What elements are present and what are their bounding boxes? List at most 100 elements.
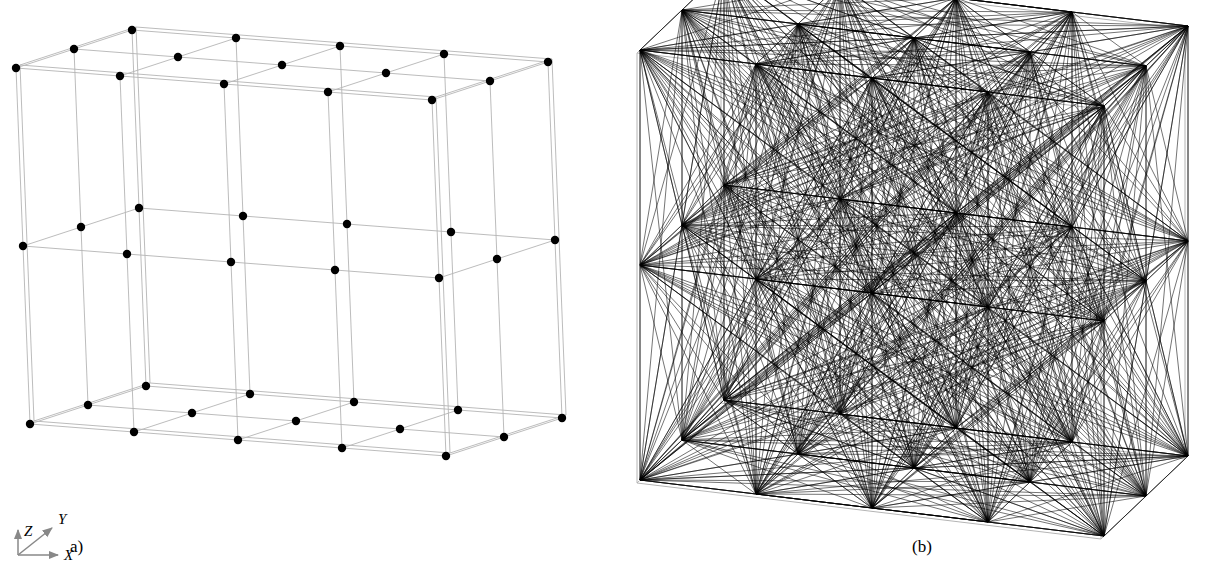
connection-line	[1072, 12, 1104, 106]
connection-line	[840, 0, 1188, 241]
grid-line	[340, 46, 354, 402]
connection-line	[640, 26, 1188, 480]
axis-label: Z	[24, 524, 32, 539]
grid-node	[174, 53, 182, 61]
grid-line	[132, 30, 146, 386]
connection-line	[756, 24, 798, 494]
connection-line	[1146, 456, 1188, 496]
grid-node	[234, 436, 242, 444]
connection-line	[724, 185, 840, 414]
connection-line	[798, 454, 872, 508]
connection-line	[956, 0, 988, 307]
grid-line	[446, 418, 562, 456]
grid-node	[128, 26, 136, 34]
box-edge	[637, 53, 638, 483]
connection-line	[724, 0, 872, 508]
connection-line	[640, 66, 1146, 480]
connection-line	[1146, 66, 1188, 456]
connection-line	[1030, 52, 1031, 482]
grid-line	[16, 68, 30, 424]
grid-node	[486, 77, 494, 85]
connection-line	[756, 279, 1104, 536]
grid-node	[227, 258, 235, 266]
grid-line	[432, 62, 548, 100]
connection-line	[840, 0, 1146, 496]
connection-line	[1072, 227, 1188, 456]
connection-line	[724, 0, 1188, 456]
connection-line	[840, 0, 956, 213]
connection-line	[956, 0, 988, 92]
grid-node	[442, 452, 450, 460]
grid-node	[331, 266, 339, 274]
connection-line	[840, 0, 841, 199]
connection-line	[914, 38, 1188, 456]
connection-line	[1072, 12, 1188, 456]
connection-line	[956, 0, 1072, 12]
connection-line	[1072, 12, 1104, 321]
connection-line	[840, 0, 1072, 227]
grid-line	[432, 100, 446, 456]
connection-line	[956, 0, 1146, 66]
grid-node	[336, 42, 344, 50]
grid-node	[220, 80, 228, 88]
grid-node	[142, 382, 150, 390]
connection-line	[1030, 12, 1072, 482]
connection-line	[640, 10, 682, 480]
connection-box	[637, 0, 1188, 539]
connection-line	[682, 225, 756, 494]
connection-line	[724, 0, 840, 414]
grid-line	[490, 81, 504, 437]
grid-line	[88, 405, 504, 437]
connection-line	[1104, 106, 1146, 496]
grid-node	[544, 58, 552, 66]
grid-node	[338, 444, 346, 452]
box-edge	[436, 59, 552, 97]
grid-line	[548, 62, 562, 418]
connection-line	[988, 522, 1104, 536]
connection-line	[840, 0, 841, 414]
connection-line	[988, 12, 1072, 522]
grid-line	[224, 46, 340, 84]
connection-line	[756, 0, 956, 64]
connection-line	[724, 0, 725, 185]
grid-node	[12, 64, 20, 72]
connection-line	[840, 199, 956, 428]
connection-line	[956, 0, 1072, 442]
connection-line	[872, 78, 873, 293]
grid-node	[447, 228, 455, 236]
grid-node	[454, 406, 462, 414]
panel-label: a)	[70, 538, 83, 555]
connection-line	[1104, 26, 1188, 536]
connection-line	[956, 0, 1030, 482]
grid-node	[246, 390, 254, 398]
box-edge	[150, 383, 566, 415]
connection-line	[1072, 12, 1146, 281]
connection-line	[914, 26, 1188, 468]
y-axis	[18, 528, 52, 555]
grid-node	[292, 417, 300, 425]
connection-line	[1146, 241, 1188, 496]
connection-line	[682, 10, 724, 400]
grid-node	[26, 420, 34, 428]
grid-node	[558, 414, 566, 422]
connection-line	[1104, 66, 1146, 536]
connection-line	[1146, 66, 1188, 241]
connection-line	[914, 307, 988, 468]
grid-node	[188, 409, 196, 417]
grid-line	[342, 410, 458, 448]
connection-line	[988, 307, 1030, 482]
box-edge	[136, 27, 552, 59]
grid-line	[328, 92, 342, 448]
connection-line	[840, 0, 1188, 26]
grid-node	[77, 223, 85, 231]
connection-line	[640, 50, 682, 440]
grid-node	[239, 212, 247, 220]
connection-line	[682, 10, 1188, 241]
grid-node	[232, 34, 240, 42]
connection-line	[840, 0, 1146, 66]
box-edge	[34, 421, 450, 453]
connection-line	[1072, 12, 1073, 227]
connection-line	[956, 0, 988, 522]
connection-line	[640, 265, 988, 522]
